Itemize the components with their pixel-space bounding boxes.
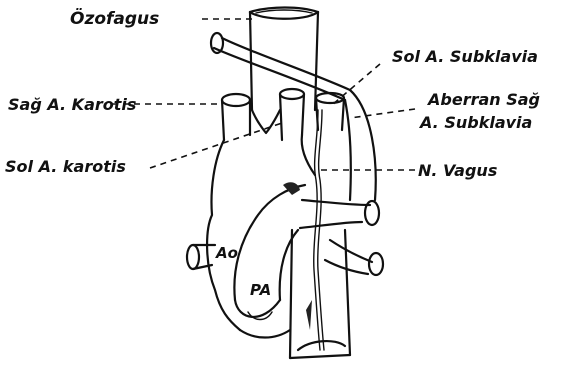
right-carotid-artery (222, 94, 250, 140)
label-ozofagus: Özofagus (70, 7, 159, 29)
label-aberran-line1: Aberran Sağ (426, 90, 540, 109)
label-sol-karotis: Sol A. karotis (5, 157, 126, 176)
vagus-nerve (314, 110, 324, 350)
label-sol-subklavia: Sol A. Subklavia (392, 47, 538, 66)
shading-mark-lower (306, 300, 312, 330)
aberrant-right-subclavian (211, 33, 376, 200)
left-carotid-artery (280, 89, 304, 140)
left-pulmonary-branch (300, 200, 379, 228)
right-pulmonary-branch (187, 245, 215, 269)
aorta (207, 135, 315, 338)
descending-vessel (325, 240, 383, 275)
label-aberran-line2: A. Subklavia (418, 113, 532, 132)
label-pa: PA (250, 281, 271, 299)
esophagus-funnel (252, 110, 280, 133)
leader-aberran (350, 109, 415, 118)
label-n-vagus: N. Vagus (418, 161, 497, 180)
label-ao: Ao (215, 244, 238, 262)
shading-mark (283, 182, 300, 195)
esophagus (250, 8, 318, 111)
label-sag-karotis: Sağ A. Karotis (8, 95, 136, 114)
pulmonary-artery (234, 185, 305, 320)
